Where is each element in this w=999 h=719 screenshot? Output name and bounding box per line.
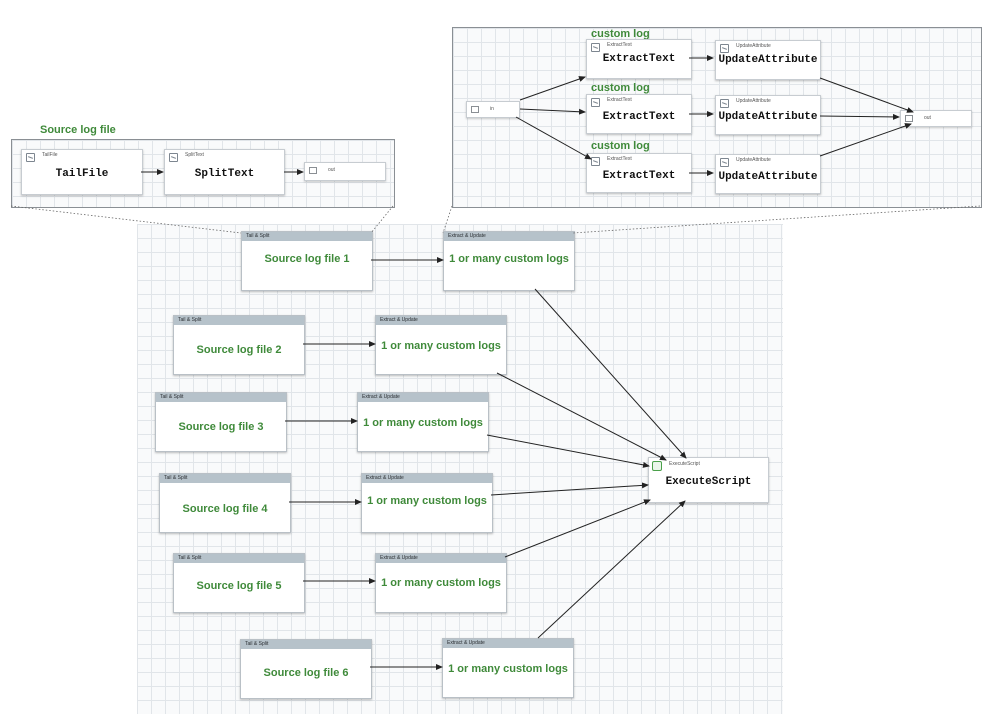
port-label: out — [328, 167, 335, 173]
group-header — [376, 554, 506, 563]
group-header — [376, 316, 506, 325]
processor-type: TailFile — [42, 152, 58, 158]
group-title: Extract & Update — [380, 555, 418, 561]
script-icon — [652, 461, 662, 471]
processor-icon — [591, 98, 600, 107]
custom-log-title: custom log — [591, 28, 650, 40]
processor-type: UpdateAttribute — [736, 157, 771, 163]
processor-icon — [169, 153, 178, 162]
group-name: Source log file 4 — [182, 503, 268, 515]
processor-type: UpdateAttribute — [736, 43, 771, 49]
group-header — [443, 639, 573, 648]
processor-icon — [720, 44, 729, 53]
group-title: Extract & Update — [447, 640, 485, 646]
processor-type: ExtractText — [607, 156, 632, 162]
port-label: in — [490, 106, 494, 112]
group-name: 1 or many custom logs — [381, 340, 501, 352]
extracttext-processor[interactable]: ExtractText ExtractText — [586, 153, 692, 193]
group-title: Extract & Update — [366, 475, 404, 481]
source-log-file-title: Source log file — [40, 124, 116, 136]
splittext-processor[interactable]: SplitText SplitText — [164, 149, 285, 195]
group-header — [156, 393, 286, 402]
out-port[interactable]: out — [304, 162, 386, 181]
extract-update-group-5[interactable]: Extract & Update 1 or many custom logs — [375, 553, 507, 613]
group-header — [241, 640, 371, 649]
tail-split-group-5[interactable]: Tail & Split Source log file 5 — [173, 553, 305, 613]
out-port[interactable]: out — [900, 110, 972, 127]
group-header — [362, 474, 492, 483]
port-label: out — [924, 115, 931, 121]
group-header — [444, 232, 574, 241]
processor-type: SplitText — [185, 152, 204, 158]
custom-log-title: custom log — [591, 82, 650, 94]
in-port[interactable]: in — [466, 101, 520, 118]
group-name: Source log file 3 — [178, 421, 264, 433]
updateattribute-processor[interactable]: UpdateAttribute UpdateAttribute — [715, 154, 821, 194]
processor-name: ExecuteScript — [665, 476, 752, 488]
source-log-file-panel[interactable]: TailFile TailFile SplitText SplitText ou… — [11, 139, 395, 208]
processor-name: ExtractText — [602, 53, 676, 65]
tail-split-group-6[interactable]: Tail & Split Source log file 6 — [240, 639, 372, 699]
group-title: Extract & Update — [380, 317, 418, 323]
updateattribute-processor[interactable]: UpdateAttribute UpdateAttribute — [715, 95, 821, 135]
processor-icon — [26, 153, 35, 162]
group-header — [160, 474, 290, 483]
input-port-icon — [471, 106, 479, 113]
extract-update-group-2[interactable]: Extract & Update 1 or many custom logs — [375, 315, 507, 375]
group-name: Source log file 1 — [264, 253, 350, 265]
group-header — [174, 316, 304, 325]
processor-type: ExtractText — [607, 42, 632, 48]
group-title: Tail & Split — [164, 475, 188, 481]
group-title: Extract & Update — [362, 394, 400, 400]
tail-split-group-2[interactable]: Tail & Split Source log file 2 — [173, 315, 305, 375]
tail-split-group-1[interactable]: Tail & Split Source log file 1 — [241, 231, 373, 291]
processor-icon — [591, 157, 600, 166]
group-name: 1 or many custom logs — [367, 495, 487, 507]
executescript-processor[interactable]: ExecuteScript ExecuteScript — [648, 457, 769, 503]
extracttext-processor[interactable]: ExtractText ExtractText — [586, 94, 692, 134]
group-header — [242, 232, 372, 241]
processor-name: TailFile — [55, 168, 109, 180]
group-header — [174, 554, 304, 563]
group-title: Extract & Update — [448, 233, 486, 239]
extract-update-group-4[interactable]: Extract & Update 1 or many custom logs — [361, 473, 493, 533]
processor-icon — [720, 158, 729, 167]
group-header — [358, 393, 488, 402]
group-name: Source log file 2 — [196, 344, 282, 356]
tailfile-processor[interactable]: TailFile TailFile — [21, 149, 143, 195]
group-name: Source log file 5 — [196, 580, 282, 592]
custom-log-title: custom log — [591, 140, 650, 152]
processor-name: UpdateAttribute — [718, 54, 818, 66]
processor-type: ExecuteScript — [669, 461, 700, 467]
group-name: Source log file 6 — [263, 667, 349, 679]
extract-update-group-1[interactable]: Extract & Update 1 or many custom logs — [443, 231, 575, 291]
processor-icon — [720, 99, 729, 108]
processor-name: SplitText — [194, 168, 255, 180]
group-name: 1 or many custom logs — [381, 577, 501, 589]
group-title: Tail & Split — [160, 394, 184, 400]
group-name: 1 or many custom logs — [449, 253, 569, 265]
extract-update-group-6[interactable]: Extract & Update 1 or many custom logs — [442, 638, 574, 698]
processor-name: UpdateAttribute — [718, 111, 818, 123]
processor-name: ExtractText — [602, 111, 676, 123]
custom-log-panel[interactable]: in out custom log ExtractText ExtractTex… — [452, 27, 982, 208]
processor-name: UpdateAttribute — [718, 171, 818, 183]
processor-type: UpdateAttribute — [736, 98, 771, 104]
extract-update-group-3[interactable]: Extract & Update 1 or many custom logs — [357, 392, 489, 452]
group-title: Tail & Split — [246, 233, 270, 239]
extracttext-processor[interactable]: ExtractText ExtractText — [586, 39, 692, 79]
processor-name: ExtractText — [602, 170, 676, 182]
output-port-icon — [905, 115, 913, 122]
group-name: 1 or many custom logs — [448, 663, 568, 675]
updateattribute-processor[interactable]: UpdateAttribute UpdateAttribute — [715, 40, 821, 80]
tail-split-group-3[interactable]: Tail & Split Source log file 3 — [155, 392, 287, 452]
group-title: Tail & Split — [178, 317, 202, 323]
processor-type: ExtractText — [607, 97, 632, 103]
processor-icon — [591, 43, 600, 52]
output-port-icon — [309, 167, 317, 174]
group-title: Tail & Split — [245, 641, 269, 647]
tail-split-group-4[interactable]: Tail & Split Source log file 4 — [159, 473, 291, 533]
group-name: 1 or many custom logs — [363, 417, 483, 429]
group-title: Tail & Split — [178, 555, 202, 561]
